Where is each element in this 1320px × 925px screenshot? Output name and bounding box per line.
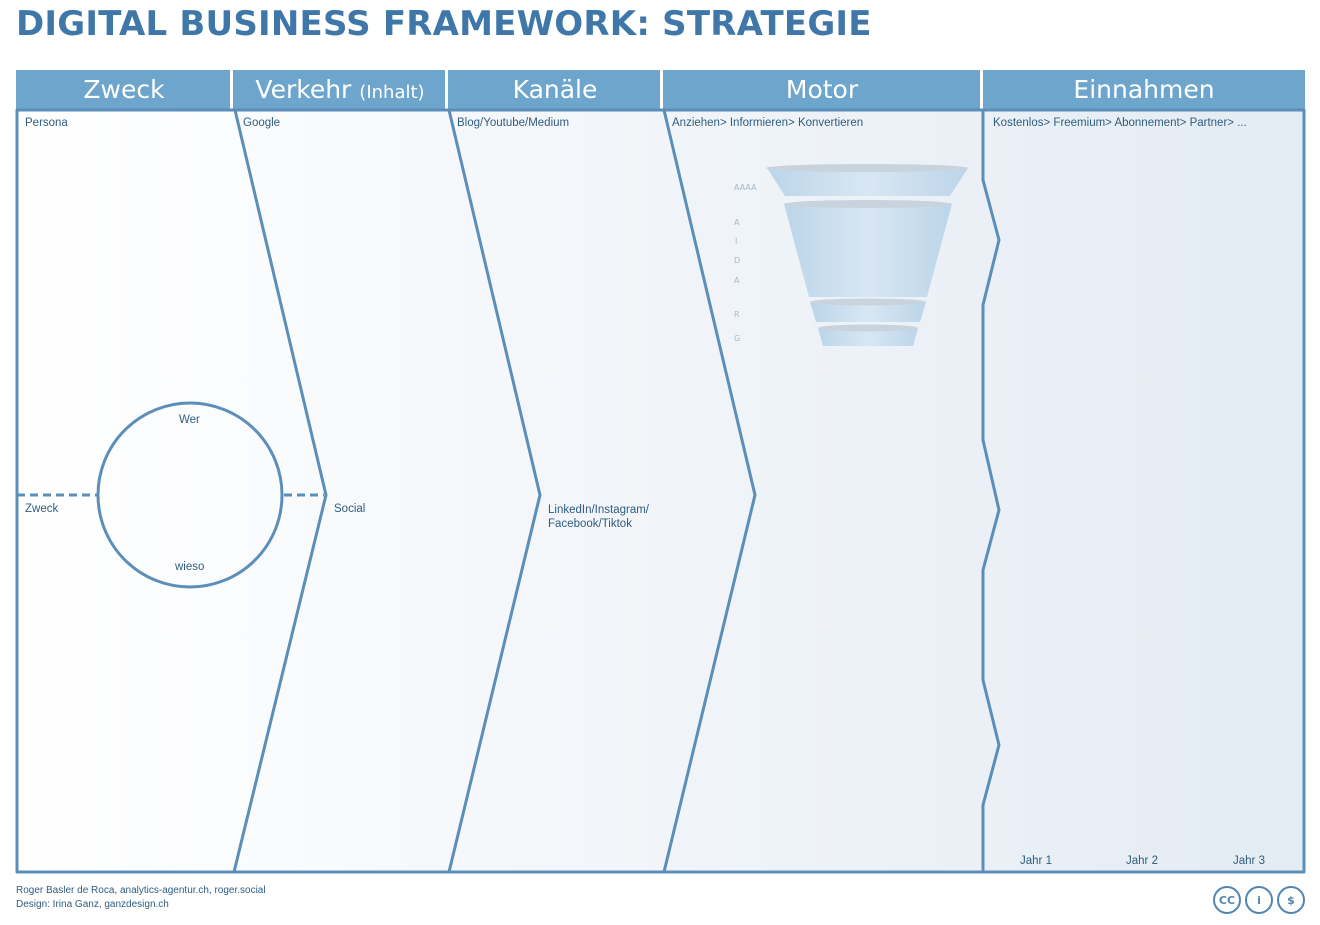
header-einnahmen: Einnahmen: [1073, 75, 1215, 104]
chevron-divider-2: [447, 109, 542, 873]
header-motor: Motor: [785, 75, 859, 104]
funnel-letter-r: R: [734, 310, 740, 319]
label-google: Google: [243, 117, 281, 129]
funnel-band-1: [767, 168, 968, 196]
chevron-divider-1: [232, 109, 328, 873]
credits-footer: Roger Basler de Roca, analytics-agentur.…: [16, 884, 266, 912]
header-divider: [660, 70, 663, 110]
funnel-band-4: [818, 328, 918, 346]
label-jahr-3: Jahr 3: [1233, 855, 1265, 867]
header-verkehr-sublabel: (Inhalt): [359, 82, 425, 103]
label-jahr-2: Jahr 2: [1126, 855, 1158, 867]
funnel-band-2: [784, 204, 952, 297]
funnel-letter-aaaa: AAAA: [734, 183, 757, 192]
canvas-background: [17, 110, 1304, 872]
funnel-band-3: [810, 302, 926, 322]
label-wer: Wer: [179, 414, 200, 426]
header-divider: [980, 70, 983, 110]
header-divider: [230, 70, 233, 110]
attribution-icon: i: [1245, 886, 1273, 914]
funnel-letter-g: G: [734, 334, 741, 343]
header-verkehr: Verkehr (Inhalt): [233, 70, 447, 110]
funnel-letter-a2: A: [734, 276, 740, 285]
header-kanaele: Kanäle: [512, 75, 598, 104]
marketing-funnel: [766, 164, 968, 346]
label-revenue-models: Kostenlos> Freemium> Abonnement> Partner…: [993, 117, 1247, 129]
header-zweck: Zweck: [83, 75, 165, 104]
label-wieso: wieso: [175, 561, 205, 573]
label-persona: Persona: [25, 117, 68, 129]
header-divider: [445, 70, 448, 110]
label-social-channels: LinkedIn/Instagram/ Facebook/Tiktok: [548, 504, 650, 530]
label-jahr-1: Jahr 1: [1020, 855, 1052, 867]
label-social: Social: [334, 503, 366, 515]
label-blog: Blog/Youtube/Medium: [457, 117, 570, 129]
label-motor-steps: Anziehen> Informieren> Konvertieren: [672, 117, 864, 129]
persona-circle: [96, 401, 284, 589]
column-header-bar: Zweck Verkehr (Inhalt) Kanäle Motor Einn…: [16, 70, 1305, 110]
canvas-border: [15, 108, 1306, 874]
zigzag-divider: [981, 110, 1001, 872]
page-title: DIGITAL BUSINESS FRAMEWORK: STRATEGIE: [16, 4, 872, 44]
credits-design: Design: Irina Ganz, ganzdesign.ch: [16, 899, 169, 910]
funnel-letter-i: I: [735, 237, 738, 246]
noncommercial-icon: $: [1277, 886, 1305, 914]
credits-author: Roger Basler de Roca, analytics-agentur.…: [16, 885, 266, 896]
label-zweck: Zweck: [25, 503, 59, 515]
chevron-divider-3: [662, 109, 757, 873]
funnel-letter-a1: A: [734, 218, 740, 227]
funnel-letter-d: D: [734, 256, 741, 265]
header-verkehr-label: Verkehr: [255, 75, 352, 104]
cc-license-icon: CC: [1213, 886, 1241, 914]
